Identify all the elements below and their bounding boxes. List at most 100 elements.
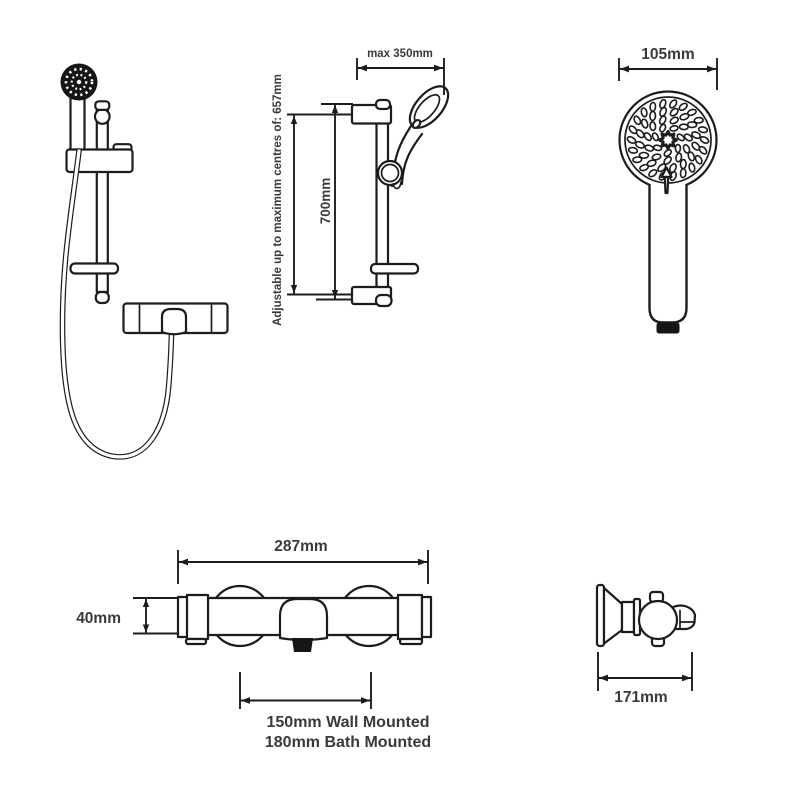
spray-nozzle [678,123,689,131]
spray-nozzle [669,125,679,132]
dim-arrow-left [241,697,250,704]
valve-width-label: 287mm [274,538,327,555]
spray-nozzle [659,106,668,117]
wall-flange-cone [602,586,624,645]
center-gear [658,130,678,150]
spray-nozzle [693,116,704,124]
spray-nozzle [668,163,677,174]
riser-rail-dimension-view: max 350mm 700mm Adjustable up to maximum… [272,48,450,326]
dimension-mounting-centres: 150mm Wall Mounted 180mm Bath Mounted [239,672,431,751]
rail-top-knob [93,108,111,125]
wall-mounted-label: 150mm Wall Mounted [267,714,430,731]
head-nozzle-ring-inner [70,73,88,91]
spray-nozzle [678,102,688,112]
spray-nozzle [649,121,657,132]
mode-lever-shaft [663,175,670,195]
head-nozzle-ring-outer [64,67,94,97]
spray-nozzle [683,133,693,142]
dimension-287: 287mm [177,538,429,584]
valve-height-label: 40mm [76,610,121,627]
spray-nozzle [679,158,687,170]
rail-end-cap-top [374,98,392,111]
spray-nozzle [633,115,642,126]
spray-nozzle [643,132,653,142]
dim-arrow-right [682,674,691,682]
side-spout [671,604,697,631]
spray-nozzle [688,162,696,173]
spray-nozzle [694,154,703,165]
right-end-cap [396,593,424,641]
left-mount-tab [184,637,208,646]
spray-nozzle [626,136,637,144]
spray-nozzle [658,115,667,126]
max-reach-label: max 350mm [367,48,433,60]
spray-nozzle [649,110,657,122]
rail-top-cap [94,100,111,112]
spray-nozzle [651,132,660,142]
spray-nozzle [669,99,678,109]
head-diameter-label: 105mm [641,46,694,63]
dim-arrow-left [620,65,629,73]
center-outlet-housing [278,597,329,642]
valve-depth-label: 171mm [614,689,667,706]
valve-center-outlet [160,307,188,336]
soap-dish [69,262,120,275]
handset-handle-front [648,184,688,324]
spray-nozzle [676,133,685,142]
valve-body-side [637,599,679,641]
dim-arrow-down [142,624,150,633]
hose-connector-cap [656,322,680,334]
spray-nozzle [679,112,690,121]
spray-nozzle [648,168,658,178]
rail-length-label: 700mm [318,178,333,225]
spray-nozzle [659,123,667,133]
handle-tip [392,181,402,190]
spray-nozzle [669,116,679,125]
spray-nozzle [659,98,667,109]
spray-nozzle [663,156,672,165]
dim-arrow-down [290,285,298,293]
spray-nozzle [640,118,649,129]
spray-nozzle [632,156,643,164]
spray-nozzle [682,143,691,154]
spray-nozzle [652,144,663,152]
spray-nozzle [663,149,672,157]
shower-kit-perspective-view [59,63,229,460]
dim-arrow-right [707,65,716,73]
shower-hose-core [60,149,174,459]
spray-nozzle [634,140,645,149]
dimension-700: 700mm [316,103,353,301]
spray-nozzle [635,129,645,139]
spray-nozzle [669,107,679,117]
dim-arrow-right [361,697,370,704]
adjustable-centres-label: Adjustable up to maximum centres of: 657… [272,74,284,326]
rail-tube [375,104,390,292]
handset-mode-lever-side [411,118,422,130]
handset-handle [69,93,86,154]
valve-front-view: 287mm 40mm 150mm Wall Mounte [76,538,433,751]
handle-inner-edge [400,132,424,186]
outlet-spout-dark [292,638,313,652]
dim-arrow-right [434,64,443,72]
handset-in-holder [376,85,450,190]
dim-arrow-up [290,116,298,124]
right-end-plate [420,595,433,639]
valve-side-view: 171mm [595,583,697,706]
dimension-105: 105mm [618,46,718,90]
dimension-171: 171mm [597,652,693,706]
spray-nozzle [651,153,662,161]
bath-mounted-label: 180mm Bath Mounted [265,734,431,751]
spray-pattern [626,98,710,182]
slider-clamp [65,148,134,174]
spray-nozzle [646,159,657,168]
spray-nozzle [699,136,710,144]
spray-nozzle [691,141,701,151]
bar-valve-perspective [122,302,229,336]
dimension-40: 40mm [76,597,177,635]
dim-arrow-right [418,558,427,566]
dim-arrow-up [142,599,150,607]
dim-arrow-left [179,558,188,566]
soap-dish-side [369,262,420,275]
handset-head-dark [60,63,98,101]
spray-nozzle [697,126,709,134]
